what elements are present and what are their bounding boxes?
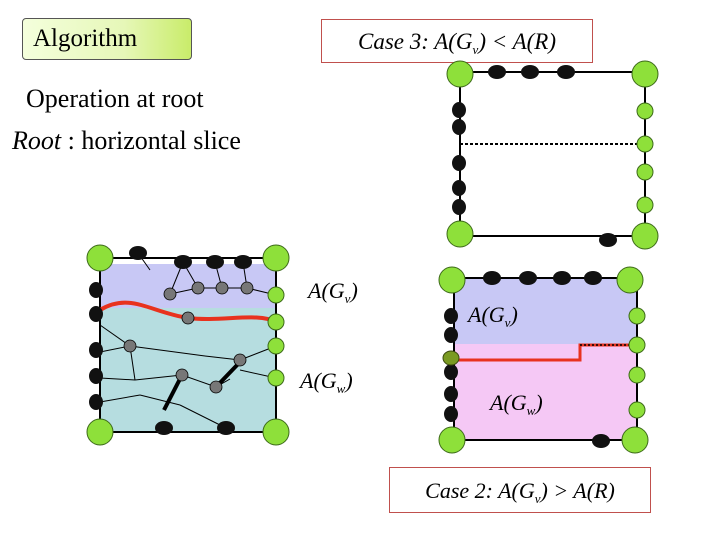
case2-terminal-nodes (438, 266, 649, 454)
label-gv-left: A(Gv) (308, 278, 358, 307)
case3-boundary (459, 71, 646, 237)
label-gw-left: A(Gw) (300, 368, 353, 397)
label-gv-case2-subscript: v (504, 315, 511, 330)
label-gw-left-base: A(G (300, 368, 337, 393)
root-description: : horizontal slice (61, 126, 241, 155)
case2-slice-endpoint (442, 350, 460, 366)
case3-subscript: v (472, 42, 479, 57)
case2-suffix: ) > A(R) (540, 478, 615, 503)
case3-suffix: ) < A(R) (478, 29, 557, 54)
terminal-nodes-left-panel (86, 244, 290, 446)
label-gw-case2: A(Gw) (490, 390, 543, 419)
internal-nodes (123, 281, 254, 394)
boundary-nodes-left-panel (89, 246, 252, 435)
label-gw-left-end: ) (345, 368, 353, 393)
operation-line: Operation at root (26, 84, 204, 113)
algorithm-title-box: Algorithm (22, 18, 192, 60)
algorithm-label: Algorithm (33, 25, 138, 52)
root-word: Root (12, 126, 62, 155)
root-line: Root : horizontal slice (12, 126, 241, 156)
case2-boundary-nodes (444, 271, 610, 448)
left-panel (86, 244, 290, 446)
case3-panel (446, 60, 659, 250)
label-gv-left-base: A(G (308, 278, 345, 303)
case2-subscript: v (534, 491, 541, 506)
label-gv-left-subscript: v (344, 291, 351, 306)
label-gv-case2-end: ) (510, 302, 518, 327)
case3-boundary-nodes (452, 65, 617, 247)
label-gv-left-end: ) (350, 278, 358, 303)
case2-panel (438, 266, 649, 454)
case2-region-gw (454, 344, 637, 440)
label-gv-case2-base: A(G (468, 302, 505, 327)
label-gw-case2-subscript: w (526, 403, 536, 418)
case2-prefix: Case 2: A(G (425, 478, 535, 503)
label-gw-case2-end: ) (535, 390, 543, 415)
label-gv-case2: A(Gv) (468, 302, 518, 331)
label-gw-left-subscript: w (336, 381, 346, 396)
case2-label-box: Case 2: A(Gv) > A(R) (389, 467, 651, 513)
label-gw-case2-base: A(G (490, 390, 527, 415)
case3-prefix: Case 3: A(G (357, 29, 473, 54)
region-gw (100, 308, 276, 432)
case3-terminal-nodes (446, 60, 659, 250)
